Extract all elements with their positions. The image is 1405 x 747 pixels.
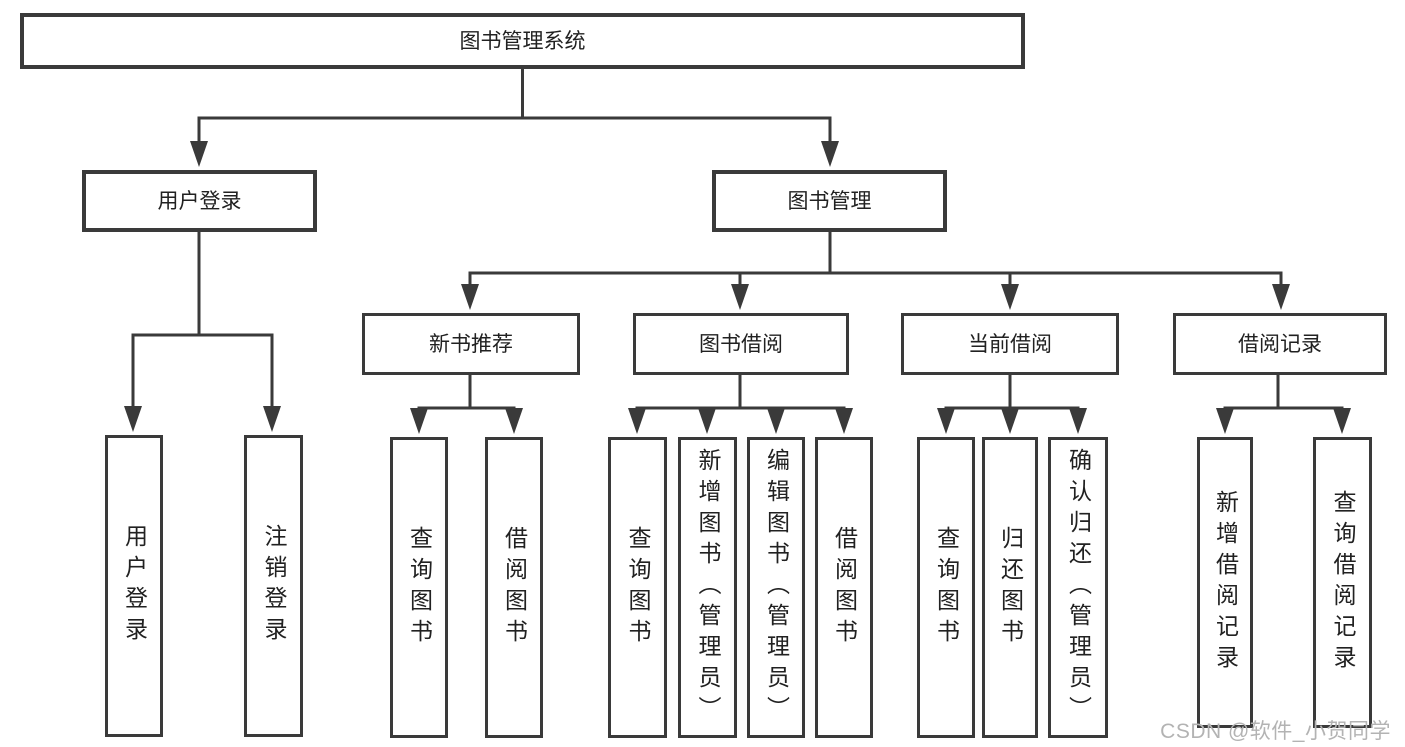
leaf-edit-book-admin: 编辑图书（管理员） [747, 437, 805, 738]
leaf-borrow-books-recommend: 借阅图书 [485, 437, 543, 738]
leaf-query-borrow-record: 查询借阅记录 [1313, 437, 1372, 728]
arrow-down-icon [1216, 408, 1234, 434]
arrow-down-icon [698, 408, 716, 434]
arrow-down-icon [835, 408, 853, 434]
arrow-down-icon [731, 284, 749, 310]
arrow-down-icon [461, 284, 479, 310]
arrow-down-icon [505, 408, 523, 434]
node-book-management: 图书管理 [712, 170, 947, 232]
arrow-down-icon [263, 406, 281, 432]
leaf-add-book-admin: 新增图书（管理员） [678, 437, 737, 738]
node-book-borrowing: 图书借阅 [633, 313, 849, 375]
node-current-borrowing: 当前借阅 [901, 313, 1119, 375]
node-user-login: 用户登录 [82, 170, 317, 232]
arrow-down-icon [1333, 408, 1351, 434]
leaf-borrow-books-borrowing: 借阅图书 [815, 437, 873, 738]
arrow-down-icon [410, 408, 428, 434]
leaf-query-books-recommend: 查询图书 [390, 437, 448, 738]
watermark: CSDN @软件_小贺同学 [1160, 720, 1391, 743]
arrow-down-icon [767, 408, 785, 434]
arrow-down-icon [937, 408, 955, 434]
arrow-down-icon [628, 408, 646, 434]
leaf-logout: 注销登录 [244, 435, 303, 737]
leaf-user-login: 用户登录 [105, 435, 163, 737]
arrow-down-icon [1069, 408, 1087, 434]
arrowhead-icons [124, 141, 1351, 434]
arrow-down-icon [124, 406, 142, 432]
leaf-return-book: 归还图书 [982, 437, 1038, 738]
arrow-down-icon [1001, 408, 1019, 434]
arrow-down-icon [821, 141, 839, 167]
node-library-management-system: 图书管理系统 [20, 13, 1025, 69]
node-borrowing-records: 借阅记录 [1173, 313, 1387, 375]
arrow-down-icon [1001, 284, 1019, 310]
node-new-book-recommendation: 新书推荐 [362, 313, 580, 375]
leaf-query-books-current: 查询图书 [917, 437, 975, 738]
arrow-down-icon [1272, 284, 1290, 310]
leaf-confirm-return-admin: 确认归还（管理员） [1048, 437, 1108, 738]
leaf-add-borrow-record: 新增借阅记录 [1197, 437, 1253, 728]
leaf-query-books-borrowing: 查询图书 [608, 437, 667, 738]
arrow-down-icon [190, 141, 208, 167]
